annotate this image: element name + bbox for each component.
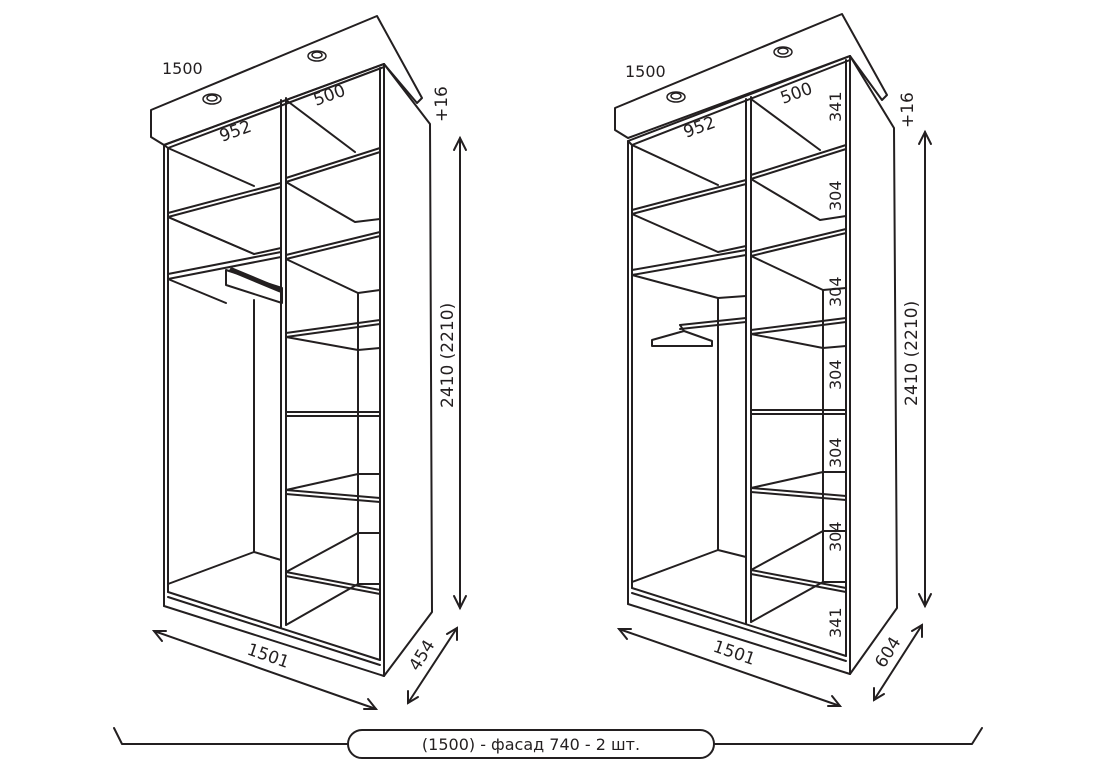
right-r-bottom [750, 581, 847, 623]
left-dimensions: 1500 952 500 +16 2410 (2210) 1501 454 [151, 59, 467, 710]
right-width-line [618, 628, 841, 707]
left-back-upper [167, 147, 255, 255]
left-width-line [153, 630, 377, 710]
shelf-height-4: 304 [826, 359, 845, 390]
right-r-top-back [750, 98, 821, 151]
left-width-arrow-2 [363, 698, 379, 710]
left-r-shelf-2 [285, 231, 381, 294]
right-rail [679, 317, 747, 330]
left-light-2-inner [311, 51, 323, 59]
caption-text: (1500) - фасад 740 - 2 шт. [422, 735, 640, 754]
left-light-1-inner [206, 94, 218, 102]
right-l-bottom-shelf [631, 549, 747, 583]
left-right-side-depth [383, 63, 433, 677]
right-height-arrow-bottom [918, 593, 932, 609]
left-bottom-shelf [167, 551, 282, 585]
right-bottom-plinth [627, 587, 851, 675]
left-r-shelf-3 [285, 319, 381, 351]
right-light-2 [773, 46, 793, 58]
left-height-label: 2410 (2210) [438, 303, 458, 408]
right-wardrobe [614, 13, 898, 675]
left-shelf-1 [167, 182, 282, 255]
right-depth-line [873, 624, 923, 701]
left-wardrobe [150, 15, 433, 677]
left-depth-arrow-1 [407, 690, 419, 705]
right-l-shelf-1 [631, 179, 747, 253]
right-l-shelf-2 [631, 249, 747, 299]
right-r-shelf-5 [750, 471, 847, 501]
shelf-height-2: 304 [826, 180, 845, 211]
left-bottom-plinth [163, 591, 385, 677]
right-l-back-upper [631, 144, 719, 186]
hanger-icon [651, 324, 713, 347]
caption-bracket-line [113, 727, 983, 745]
caption-bracket: (1500) - фасад 740 - 2 шт. [113, 727, 983, 759]
right-r-shelf-1 [750, 144, 847, 221]
left-r-shelf-6 [285, 532, 381, 595]
shelf-height-7: 341 [826, 607, 845, 638]
right-r-shelf-4 [750, 409, 847, 415]
left-height-arrow-top [453, 135, 467, 151]
right-top-offset-label: +16 [898, 92, 918, 128]
right-light-1 [666, 91, 686, 103]
left-light-2 [307, 50, 327, 62]
right-height-label: 2410 (2210) [902, 301, 922, 406]
shelf-height-6: 304 [826, 521, 845, 552]
left-height-arrow-bottom [453, 595, 467, 611]
shelf-height-3: 304 [826, 276, 845, 307]
right-right-side-depth [849, 55, 898, 675]
left-rail [229, 267, 283, 293]
left-r-top-back [285, 99, 356, 153]
left-top-board [150, 15, 423, 146]
caption-box [347, 729, 715, 759]
left-r-shelf-1 [285, 147, 381, 223]
right-top-width-label: 1500 [625, 62, 666, 81]
right-top-board [614, 13, 888, 139]
left-r-shelf-4 [285, 411, 381, 417]
left-shelf-2 [167, 251, 282, 304]
right-top-shelf-label: 500 [778, 79, 815, 109]
right-depth-arrow-2 [911, 623, 923, 638]
left-top-offset-label: +16 [432, 86, 452, 122]
left-r-shelf-5 [285, 473, 381, 503]
right-width-arrow-1 [616, 628, 632, 640]
left-depth-line [407, 627, 458, 704]
left-light-1 [202, 93, 222, 105]
right-light-2-inner [777, 47, 789, 55]
right-height-arrow-top [918, 129, 932, 145]
shelf-height-5: 304 [826, 437, 845, 468]
left-depth-arrow-2 [446, 626, 458, 641]
right-r-shelf-3 [750, 317, 847, 349]
left-r-bottom [285, 583, 381, 626]
right-light-1-inner [670, 92, 682, 100]
shelf-height-1: 341 [826, 91, 845, 122]
right-width-arrow-2 [827, 695, 843, 707]
right-depth-arrow-1 [873, 687, 885, 702]
right-depth-label: 604 [871, 634, 905, 672]
left-width-arrow-1 [151, 630, 167, 642]
right-r-shelf-6 [750, 530, 847, 593]
left-top-width-label: 1500 [162, 59, 203, 78]
